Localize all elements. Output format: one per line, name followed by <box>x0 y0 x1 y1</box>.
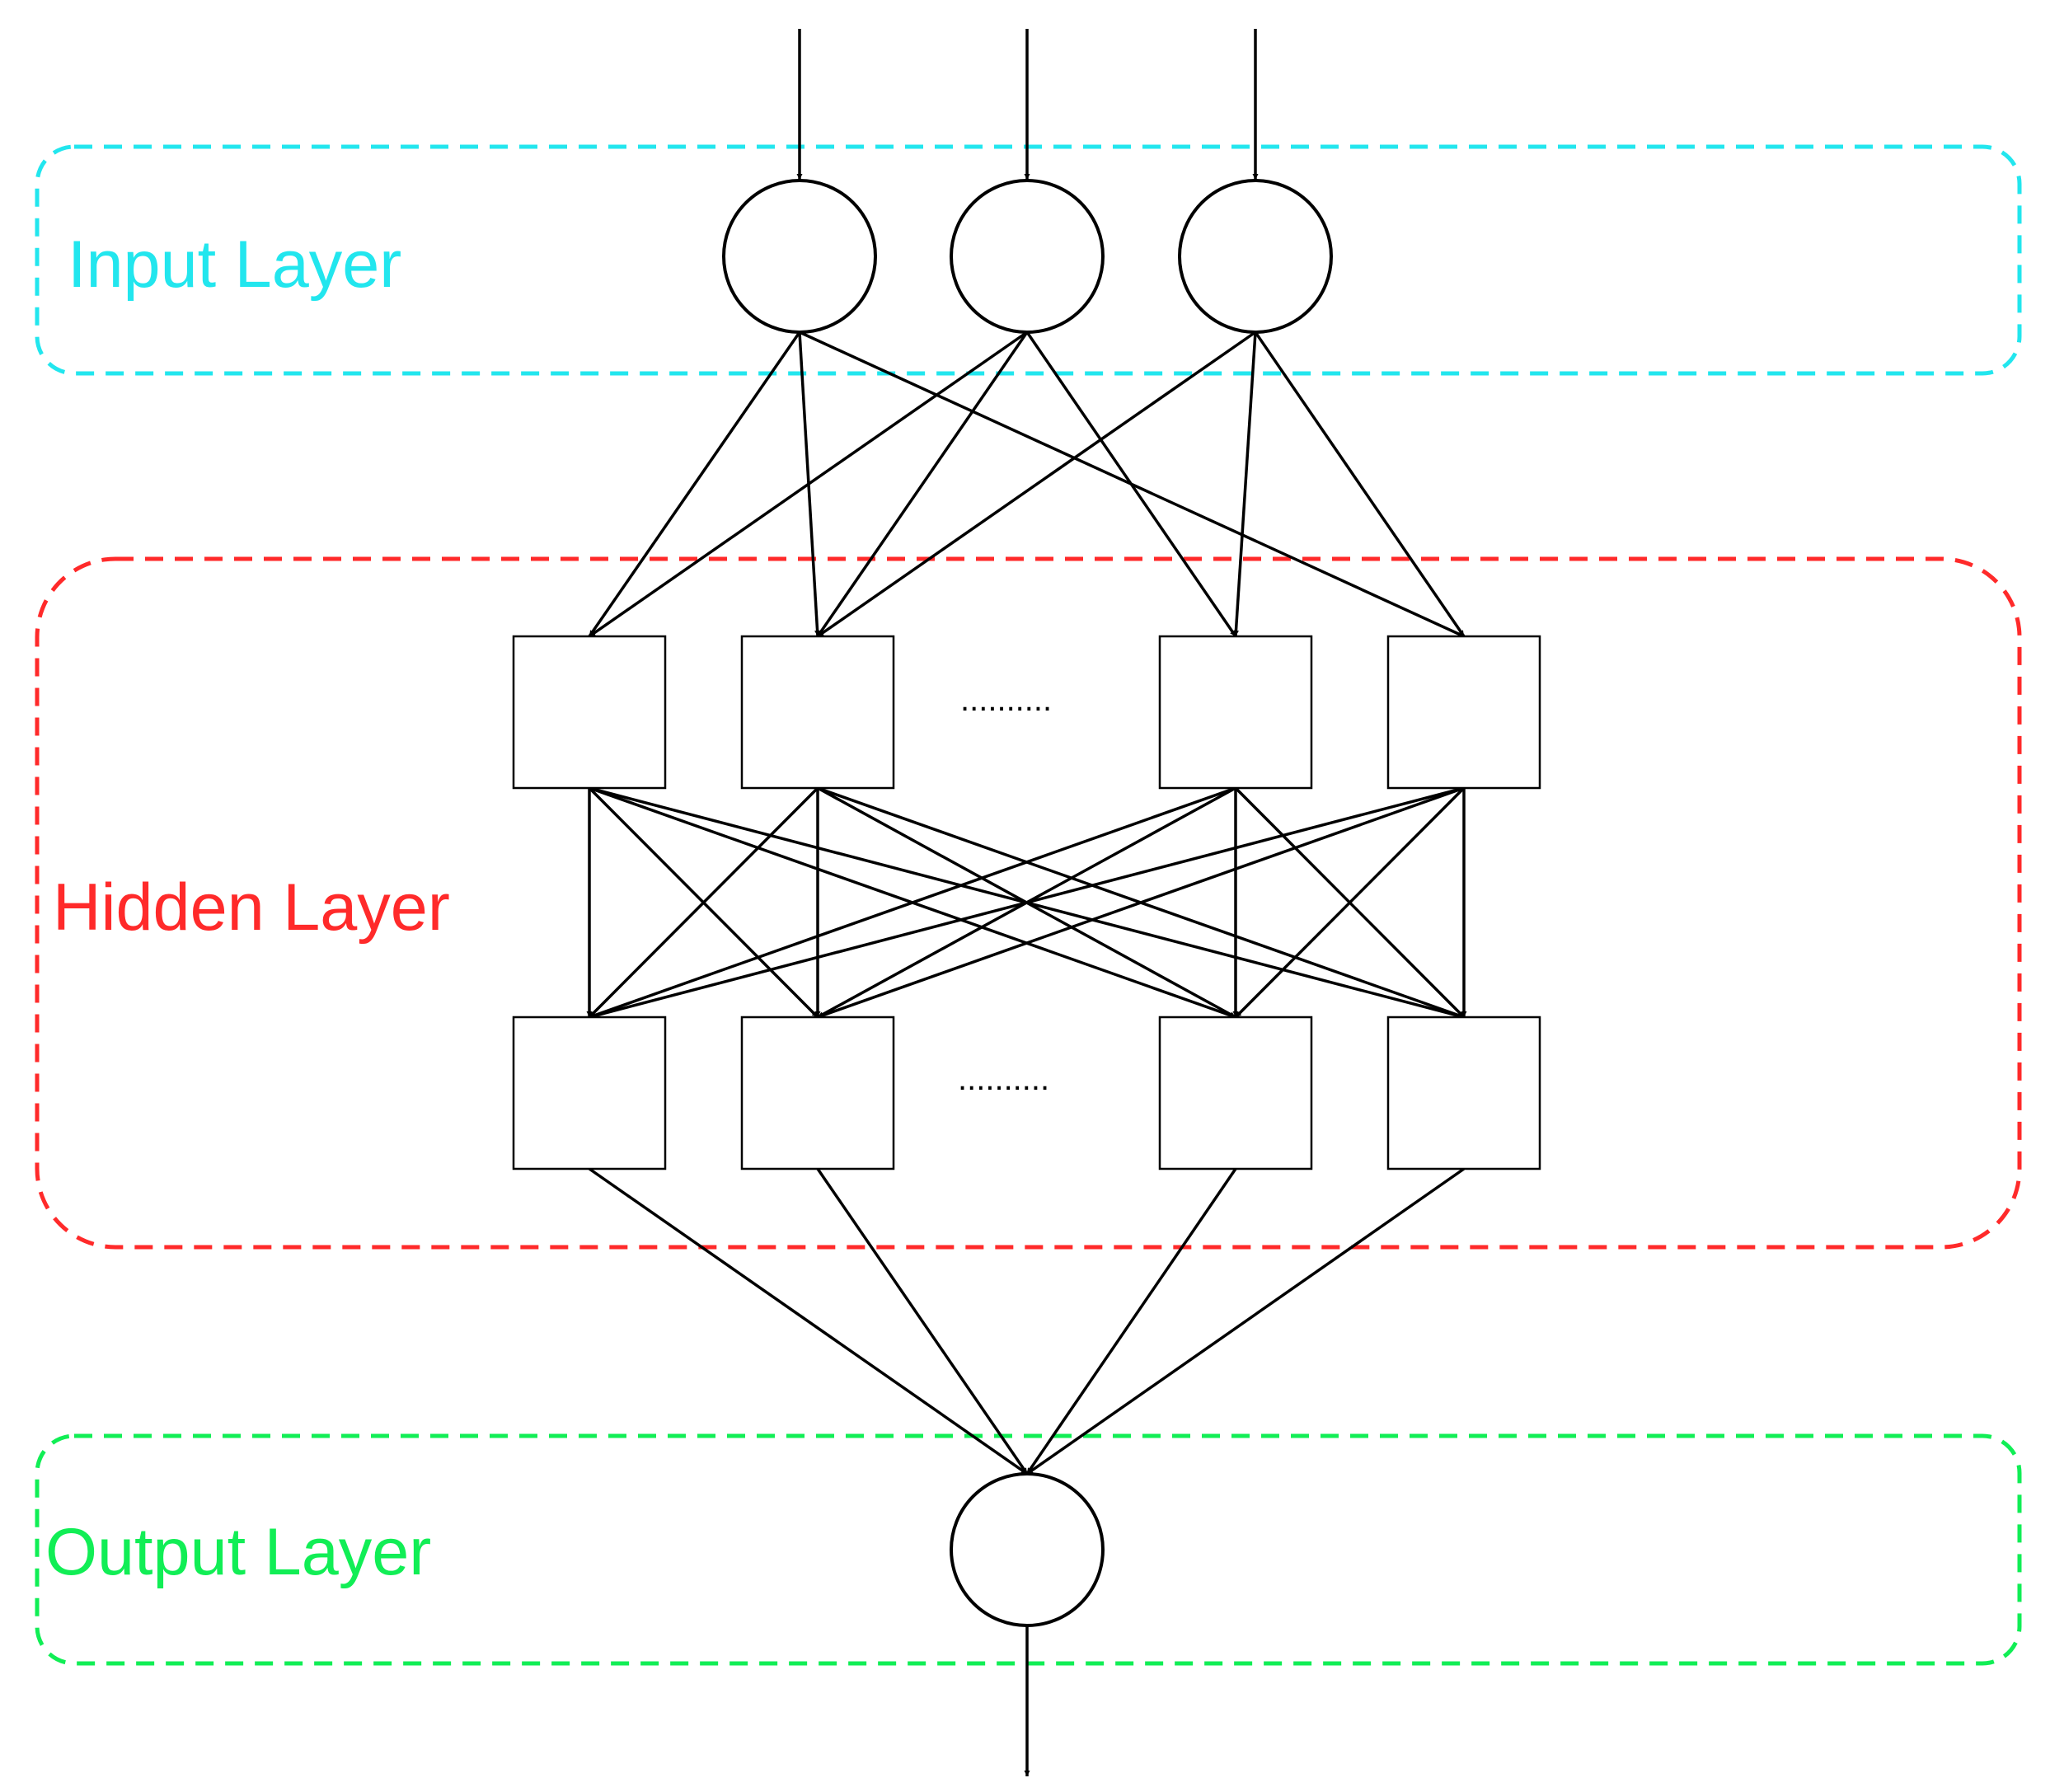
edge-hidden-4-to-hidden-1 <box>589 786 1465 1019</box>
edge-input-2-to-hidden-3 <box>1025 331 1237 637</box>
input-layer-label: Input Layer <box>68 228 401 302</box>
hidden-node-1-2 <box>740 635 895 790</box>
hidden-node-2-1 <box>512 1016 667 1170</box>
edge-hidden-3-to-output <box>1025 1168 1237 1475</box>
hidden-layer-label: Hidden Layer <box>53 870 450 945</box>
edge-hidden-4-to-output <box>1025 1167 1466 1475</box>
input-node-3 <box>1178 179 1333 334</box>
edge-hidden-2-to-hidden-1 <box>588 786 819 1019</box>
hidden-row-1-ellipsis: .......... <box>960 682 1052 718</box>
hidden-row-2-ellipsis: .......... <box>958 1061 1049 1097</box>
edge-input-3-to-hidden-3 <box>1232 331 1257 637</box>
edge-input-2-to-hidden-2 <box>816 331 1029 637</box>
edge-hidden-4-to-hidden-2 <box>817 786 1465 1019</box>
edge-input-2-to-hidden-1 <box>589 331 1028 638</box>
hidden-node-1-3 <box>1158 635 1313 790</box>
hidden-node-1-4 <box>1386 635 1541 790</box>
hidden-node-2-3 <box>1158 1016 1313 1170</box>
connections <box>586 29 1467 1776</box>
hidden-node-1-1 <box>512 635 667 790</box>
edge-input-3-to-hidden-4 <box>1254 331 1466 637</box>
edge-input-3-to-hidden-2 <box>817 331 1256 638</box>
edge-hidden-4-to-hidden-3 <box>1234 786 1466 1019</box>
output-layer-label: Output Layer <box>45 1515 431 1589</box>
edge-hidden-3-to-hidden-1 <box>589 786 1236 1019</box>
edge-hidden-2-to-output <box>816 1168 1029 1475</box>
hidden-node-2-4 <box>1386 1016 1541 1170</box>
output-node <box>950 1472 1105 1627</box>
edge-input-1-to-hidden-1 <box>588 331 801 637</box>
hidden-node-2-2 <box>740 1016 895 1170</box>
input-node-2 <box>950 179 1105 334</box>
hidden-layer-box <box>35 556 2022 1250</box>
input-node-1 <box>722 179 877 334</box>
edge-hidden-1-to-output <box>588 1167 1029 1475</box>
